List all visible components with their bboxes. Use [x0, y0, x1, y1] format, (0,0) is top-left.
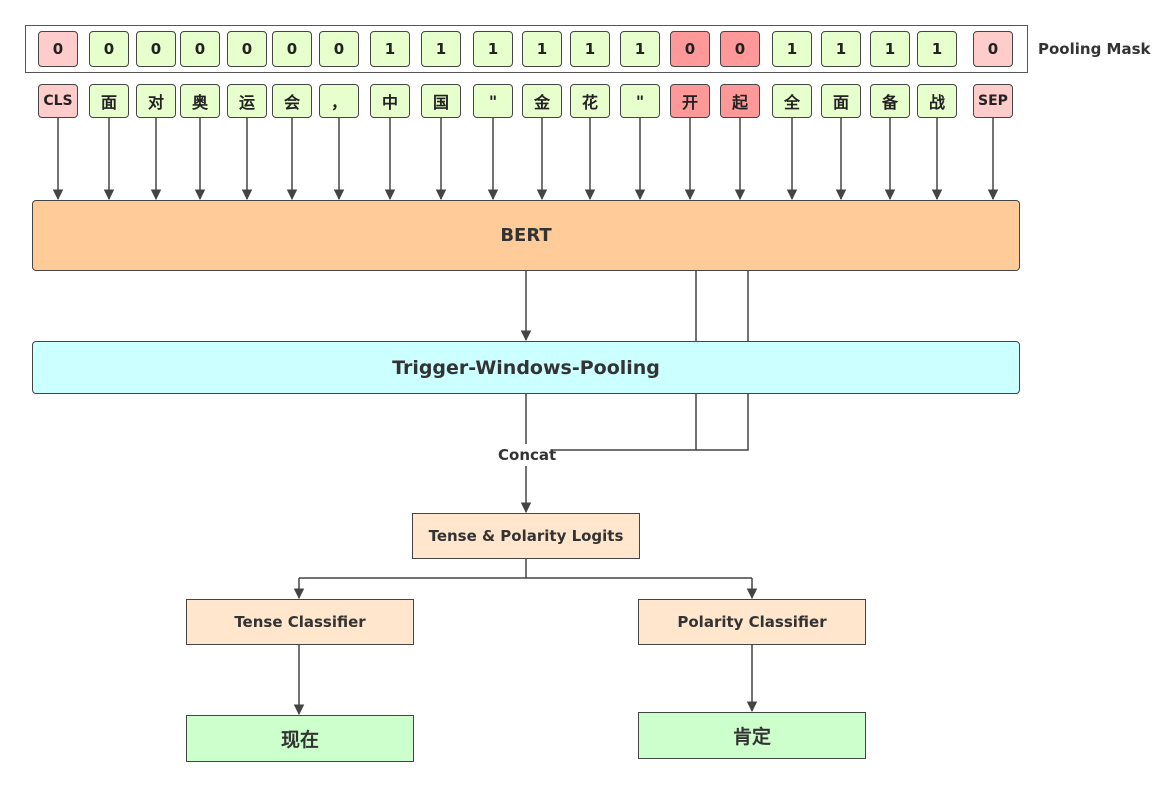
pooling-mask-label: Pooling Mask — [1038, 40, 1151, 58]
token-cell: SEP — [973, 84, 1013, 118]
mask-cell: 1 — [421, 31, 461, 67]
mask-cell: 1 — [821, 31, 861, 67]
mask-cell: 0 — [38, 31, 78, 67]
polarity-classifier-box: Polarity Classifier — [638, 599, 866, 645]
mask-cell: 0 — [136, 31, 176, 67]
mask-cell: 0 — [89, 31, 129, 67]
token-cell: 战 — [917, 84, 957, 118]
token-cell: 运 — [227, 84, 267, 118]
mask-cell: 1 — [620, 31, 660, 67]
token-cell: 奥 — [180, 84, 220, 118]
token-cell: 花 — [570, 84, 610, 118]
token-cell: " — [620, 84, 660, 118]
token-cell: 面 — [821, 84, 861, 118]
pooling-mask-frame — [25, 25, 1028, 73]
tense-output-box: 现在 — [186, 715, 414, 762]
token-cell: 对 — [136, 84, 176, 118]
mask-cell: 0 — [319, 31, 359, 67]
token-cell: 起 — [720, 84, 760, 118]
polarity-output-box: 肯定 — [638, 712, 866, 759]
token-cell: ， — [319, 84, 359, 118]
concat-label: Concat — [498, 446, 557, 464]
tense-polarity-logits-box: Tense & Polarity Logits — [412, 513, 640, 559]
mask-cell: 1 — [772, 31, 812, 67]
bert-box: BERT — [32, 200, 1020, 271]
trigger-line-2 — [696, 270, 749, 451]
mask-cell: 1 — [370, 31, 410, 67]
mask-cell: 0 — [180, 31, 220, 67]
token-cell: 国 — [421, 84, 461, 118]
mask-cell: 0 — [973, 31, 1013, 67]
mask-cell: 0 — [670, 31, 710, 67]
token-cell: 会 — [272, 84, 312, 118]
token-cell: 中 — [370, 84, 410, 118]
token-cell: CLS — [38, 84, 78, 118]
token-arrows — [52, 118, 999, 201]
mask-cell: 0 — [720, 31, 760, 67]
token-cell: 开 — [670, 84, 710, 118]
mask-cell: 1 — [870, 31, 910, 67]
mask-cell: 1 — [473, 31, 513, 67]
mask-cell: 0 — [272, 31, 312, 67]
token-cell: " — [473, 84, 513, 118]
mask-cell: 1 — [917, 31, 957, 67]
mask-cell: 1 — [570, 31, 610, 67]
trigger-windows-pooling-box: Trigger-Windows-Pooling — [32, 341, 1020, 394]
token-cell: 备 — [870, 84, 910, 118]
tense-classifier-box: Tense Classifier — [186, 599, 414, 645]
token-cell: 金 — [522, 84, 562, 118]
mask-cell: 1 — [522, 31, 562, 67]
token-cell: 面 — [89, 84, 129, 118]
token-cell: 全 — [772, 84, 812, 118]
mask-cell: 0 — [227, 31, 267, 67]
